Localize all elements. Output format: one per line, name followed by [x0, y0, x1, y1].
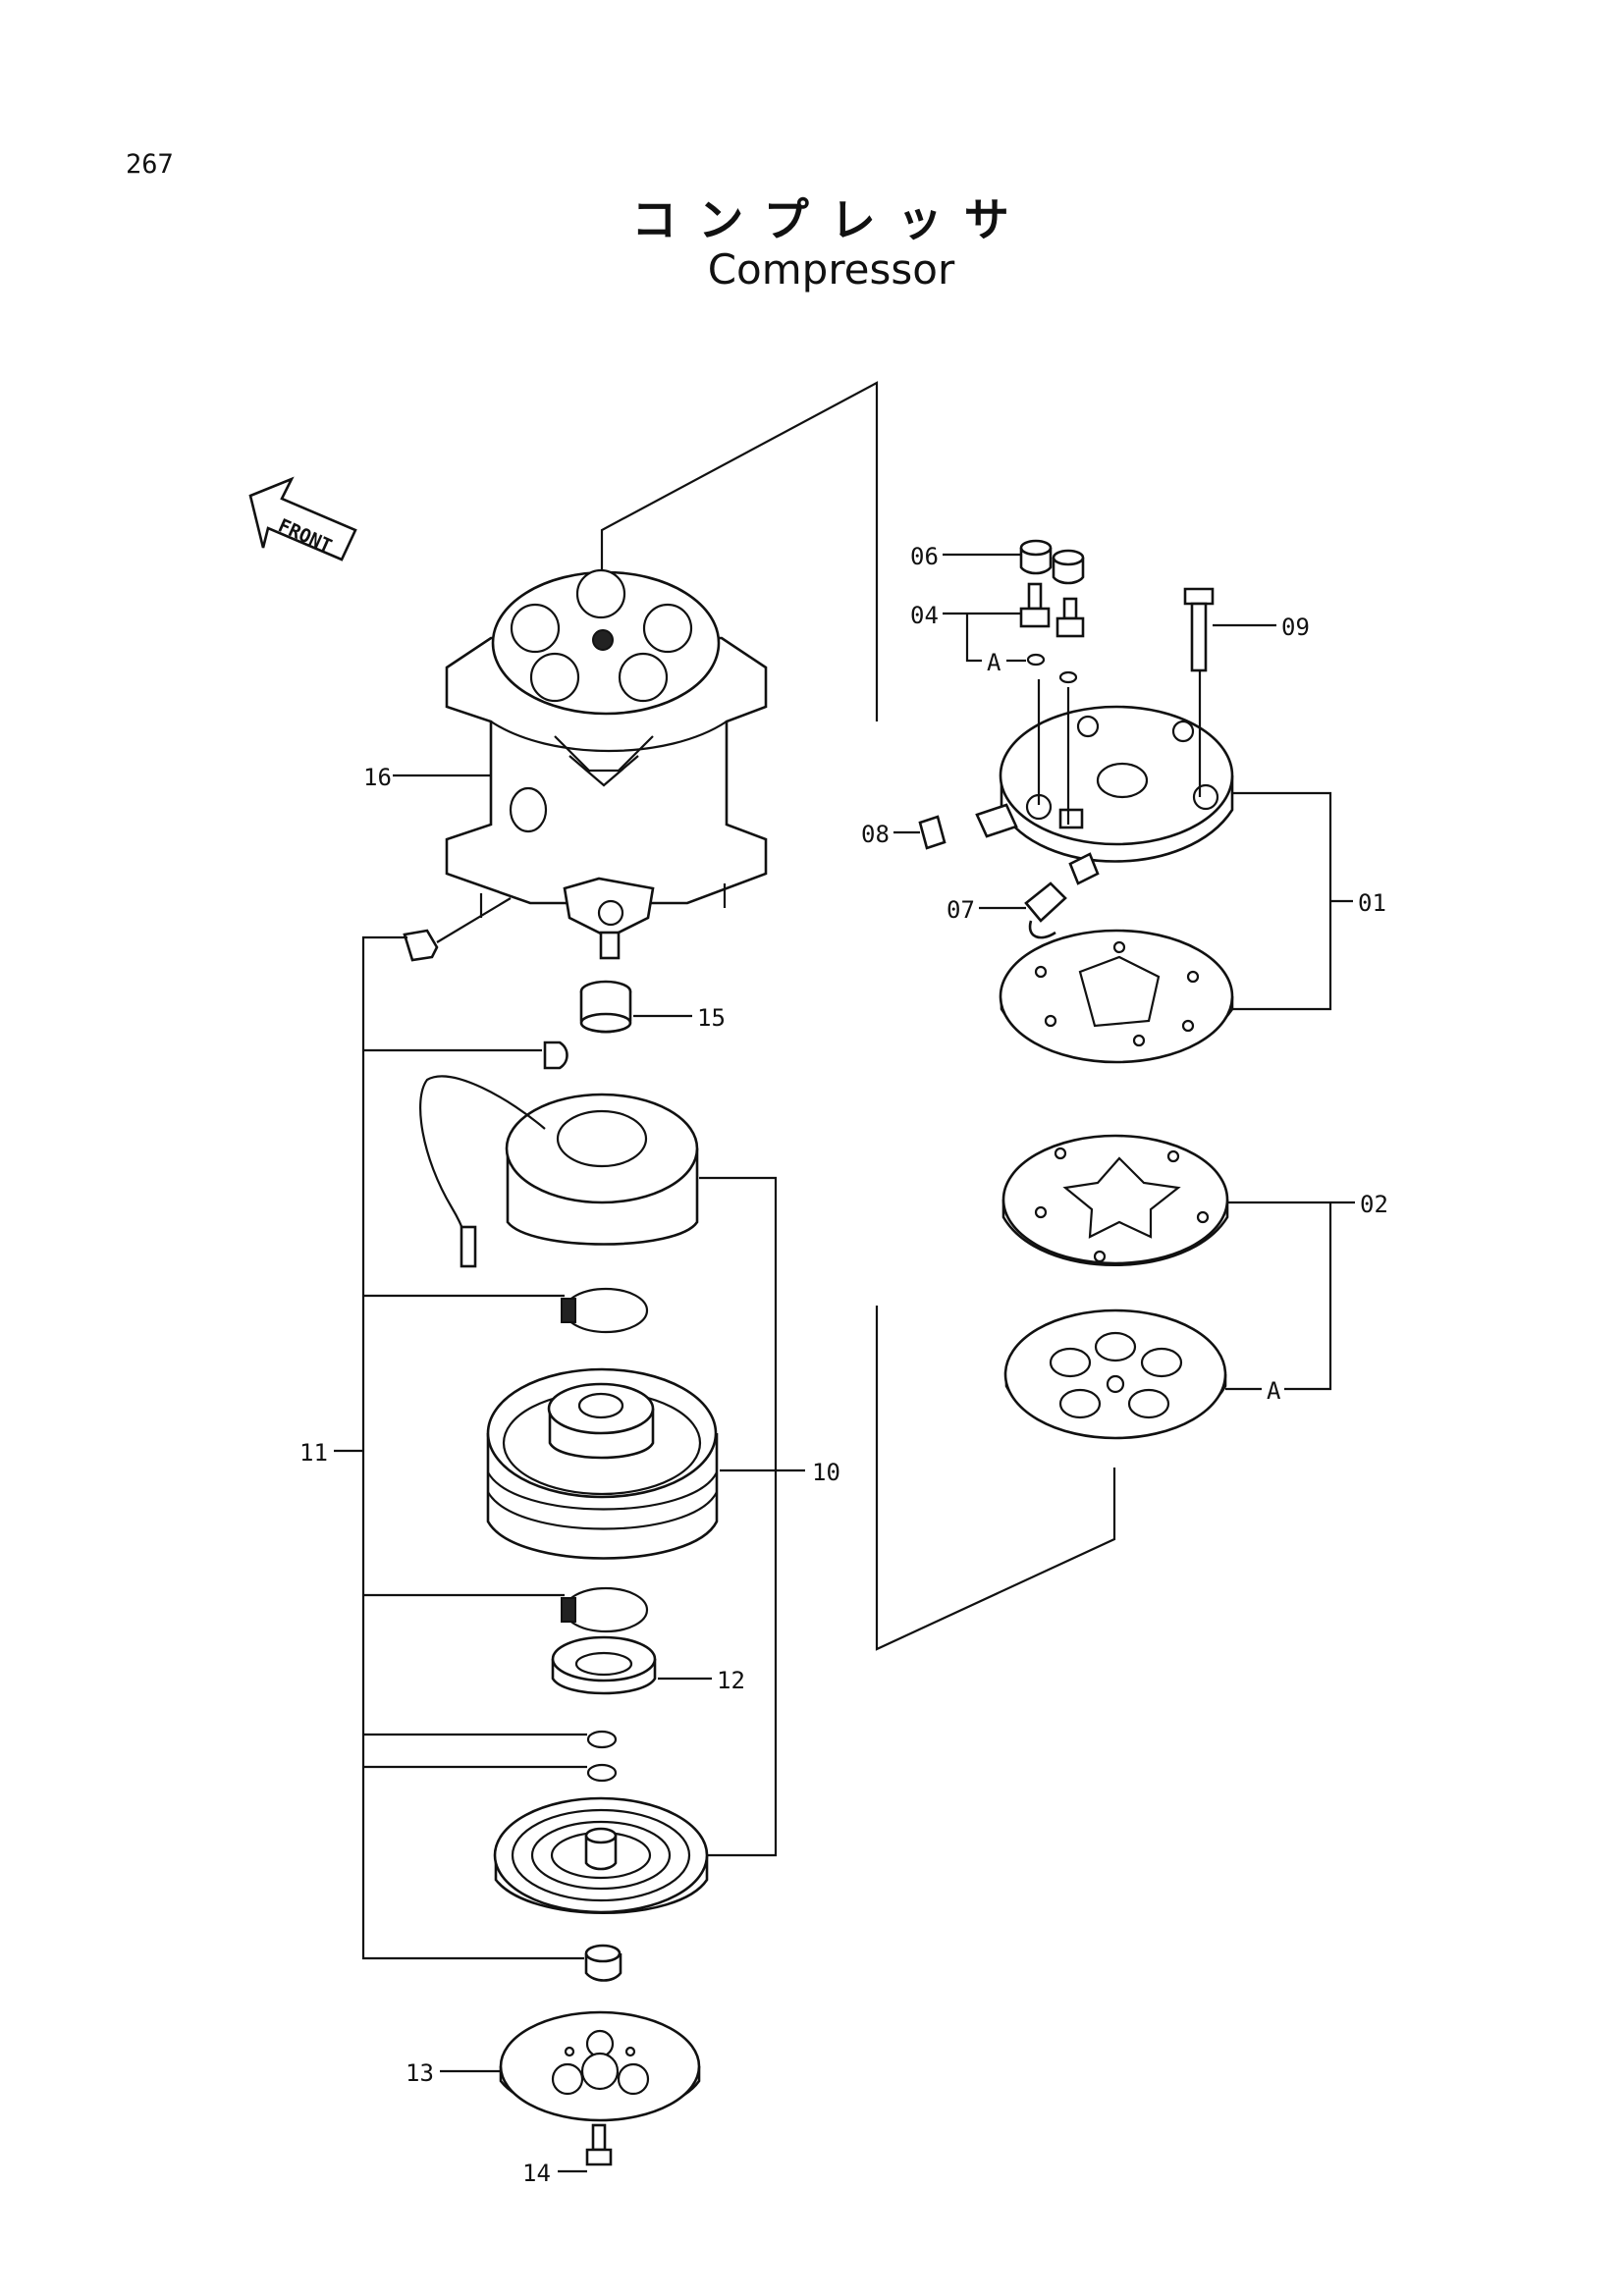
front-arrow-icon: FRONT — [248, 476, 357, 561]
field-coil — [419, 1075, 699, 1268]
page-number: 267 — [126, 149, 174, 180]
callout-15: 15 — [697, 1004, 726, 1032]
callout-07: 07 — [947, 896, 975, 924]
callout-13: 13 — [406, 2059, 434, 2087]
group-bracket-11 — [334, 935, 587, 1960]
callout-06: 06 — [910, 543, 939, 570]
valve-plate-02 — [1001, 1134, 1229, 1267]
callout-10: 10 — [812, 1459, 840, 1486]
callout-16: 16 — [363, 764, 392, 791]
end-plate-13 — [499, 2010, 701, 2122]
compressor-body — [445, 568, 768, 960]
gasket-01 — [999, 929, 1234, 1064]
clip-fitting — [403, 897, 512, 962]
snap-ring-upper — [561, 1287, 649, 1334]
callout-14: 14 — [522, 2160, 551, 2187]
seal-15 — [579, 980, 632, 1034]
callout-01: 01 — [1358, 889, 1386, 917]
screw-14 — [585, 2123, 613, 2166]
cylinder-head-01 — [999, 670, 1234, 863]
fitting-07 — [1024, 852, 1100, 939]
armature-plate — [493, 1796, 709, 1914]
ref-a-right: A — [1267, 1377, 1281, 1405]
callout-11: 11 — [299, 1439, 328, 1467]
key-part — [543, 1041, 568, 1070]
callout-12: 12 — [717, 1667, 745, 1694]
title-japanese: コンプレッサ — [631, 193, 1031, 246]
snap-ring-lower — [561, 1586, 649, 1633]
pulley — [486, 1367, 719, 1560]
title-english: Compressor — [707, 245, 955, 294]
dust-cover-12 — [551, 1635, 657, 1695]
fitting-08 — [918, 803, 1018, 850]
callout-08: 08 — [861, 821, 890, 848]
ref-a-top: A — [987, 649, 1001, 676]
nut — [584, 1944, 622, 1982]
callout-09: 09 — [1281, 614, 1310, 641]
callout-04: 04 — [910, 602, 939, 629]
washers — [586, 1730, 618, 1783]
gasket-a — [1003, 1308, 1227, 1440]
callout-02: 02 — [1360, 1191, 1388, 1218]
cap-06 — [1019, 539, 1085, 585]
service-valves-04 — [1019, 582, 1085, 684]
bolt-09 — [1183, 587, 1215, 672]
